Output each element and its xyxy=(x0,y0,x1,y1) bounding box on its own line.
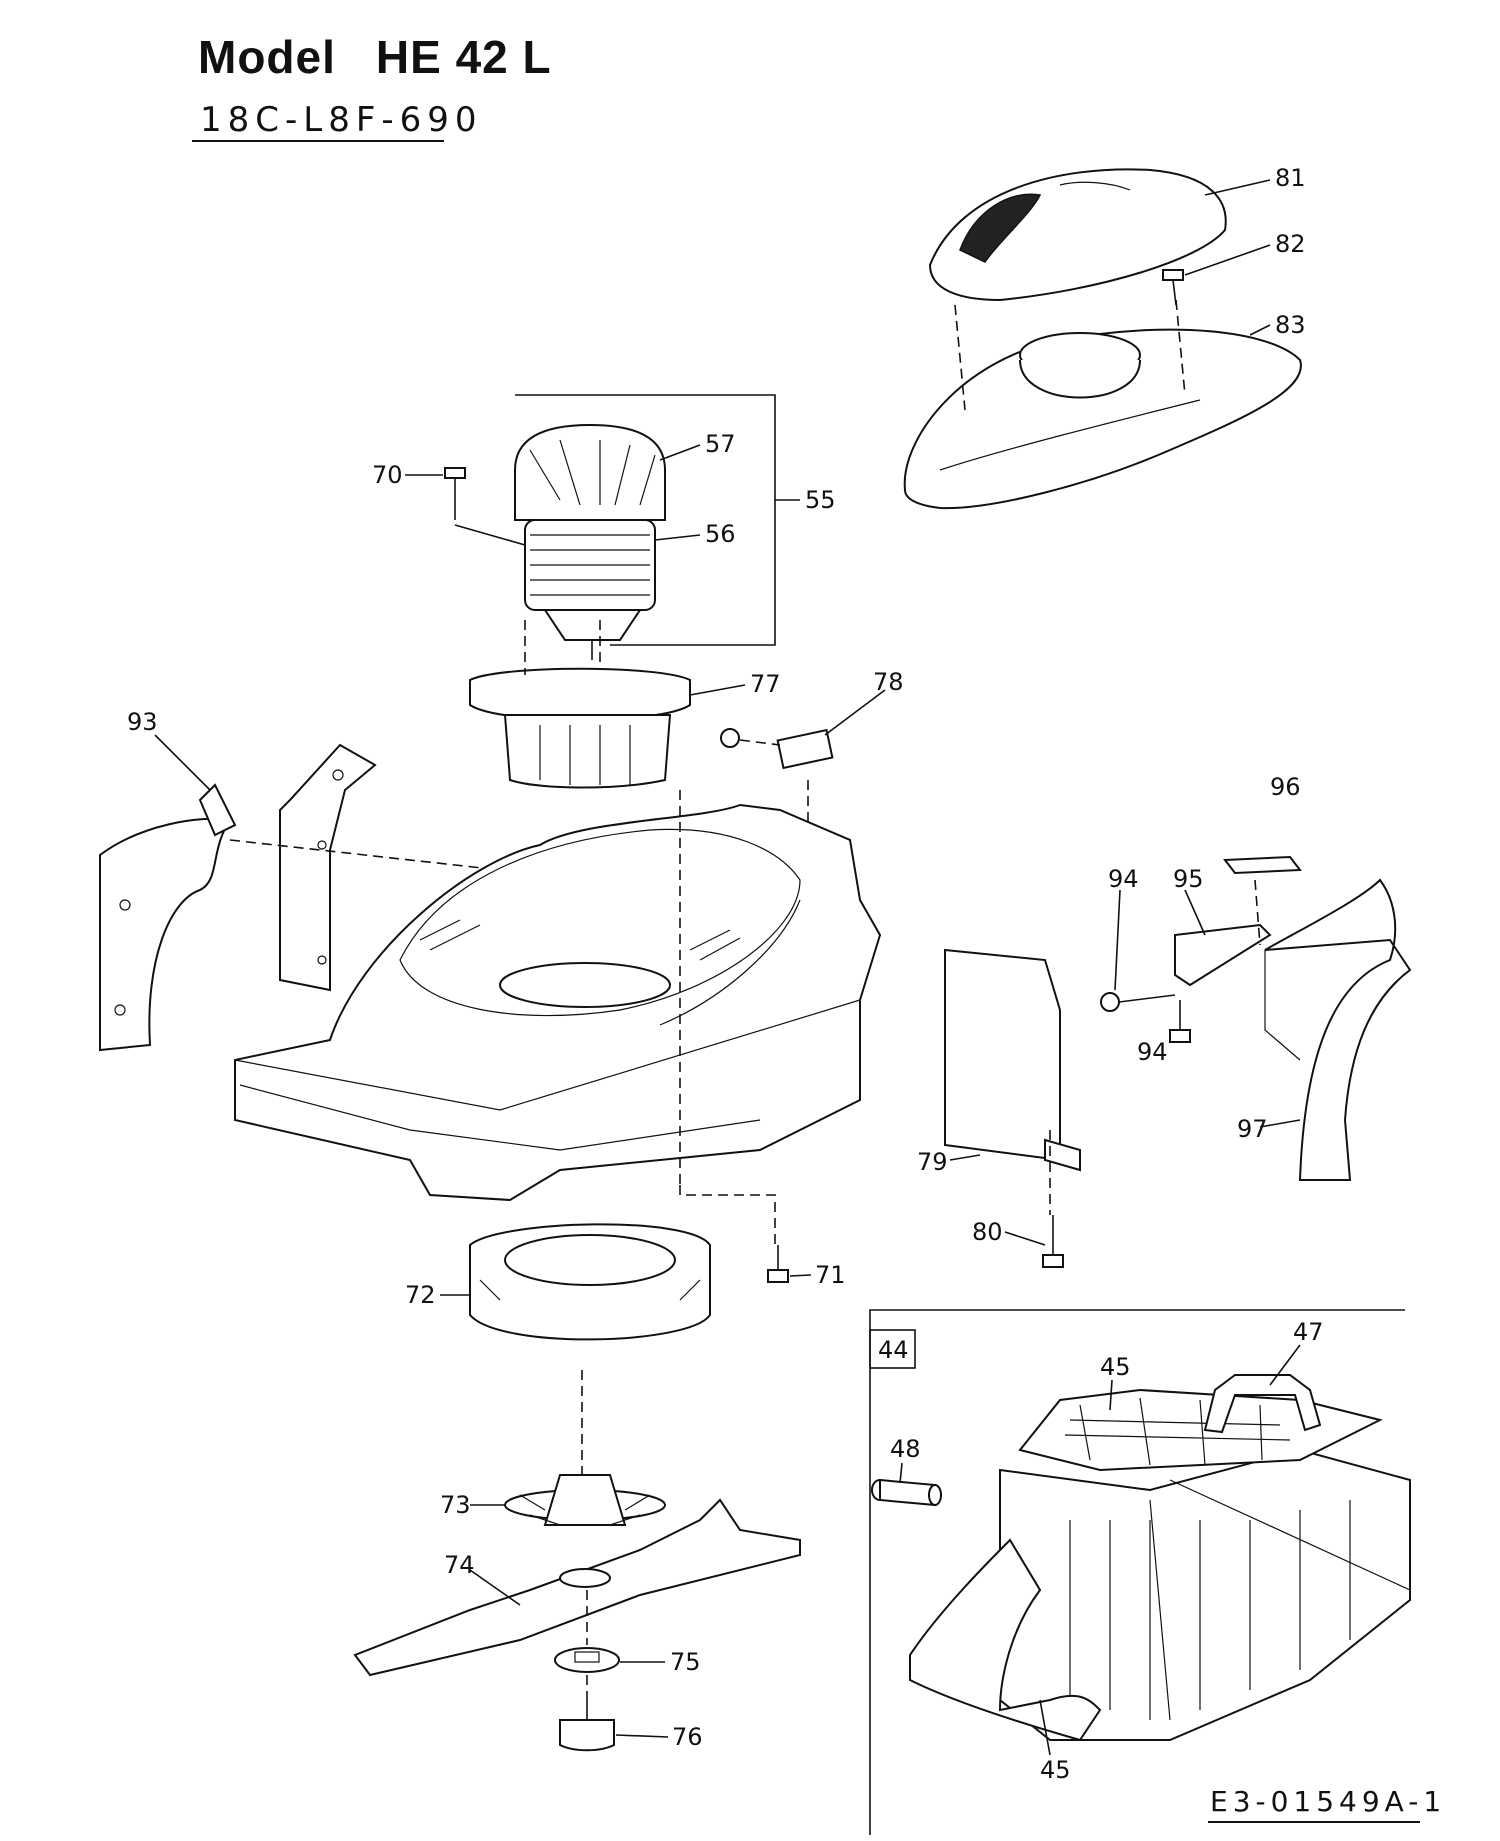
callout-57: 57 xyxy=(705,430,736,458)
callout-56: 56 xyxy=(705,520,736,548)
guide-70-motor xyxy=(454,524,526,546)
callout-76: 76 xyxy=(672,1723,703,1751)
part-46-chute xyxy=(909,1538,1102,1742)
catcher-frame xyxy=(869,1309,1405,1835)
part-77-motor-mount xyxy=(469,667,691,789)
part-95-bracket xyxy=(1174,923,1272,987)
callout-45-lid: 45 xyxy=(1100,1353,1131,1381)
callout-94-top: 94 xyxy=(1108,865,1139,893)
part-76-bolt xyxy=(559,1700,615,1752)
callout-83: 83 xyxy=(1275,311,1306,339)
part-97-side-guard xyxy=(1264,878,1412,1181)
part-80-screw xyxy=(1042,1215,1064,1268)
part-75-washer xyxy=(554,1647,620,1673)
part-96-pad xyxy=(1223,855,1302,875)
callout-96: 96 xyxy=(1270,773,1301,801)
part-56-motor-body xyxy=(524,519,656,660)
callout-44: 44 xyxy=(878,1336,909,1364)
guide-93-deck xyxy=(229,839,501,871)
part-94-screw-bottom xyxy=(1169,1000,1191,1043)
part-47-handle xyxy=(1203,1374,1322,1434)
callout-94-bottom: 94 xyxy=(1137,1038,1168,1066)
guide-71 xyxy=(679,1185,776,1245)
part-82-screw xyxy=(1162,269,1184,306)
callout-95: 95 xyxy=(1173,865,1204,893)
callout-71: 71 xyxy=(815,1261,846,1289)
part-72-ring-housing xyxy=(469,1223,711,1341)
callout-80: 80 xyxy=(972,1218,1003,1246)
part-70-screw xyxy=(444,467,466,520)
callout-74: 74 xyxy=(444,1551,475,1579)
callout-75: 75 xyxy=(670,1648,701,1676)
callout-73: 73 xyxy=(440,1491,471,1519)
callout-55: 55 xyxy=(805,486,836,514)
guide-96-97 xyxy=(1254,879,1261,946)
deck-housing xyxy=(234,803,882,1202)
callout-77: 77 xyxy=(750,670,781,698)
part-81-top-cover xyxy=(928,168,1227,302)
part-71-screw xyxy=(767,1245,789,1283)
callout-81: 81 xyxy=(1275,164,1306,192)
part-74-blade xyxy=(353,1498,801,1677)
part-83-cover-base xyxy=(903,328,1302,510)
model-code-underline xyxy=(192,140,444,142)
callout-72: 72 xyxy=(405,1281,436,1309)
part-94-screw-top xyxy=(1100,992,1176,1012)
leader-lines xyxy=(154,179,1301,1756)
guide-81-83 xyxy=(954,304,966,411)
callout-79: 79 xyxy=(917,1148,948,1176)
part-48-pin xyxy=(871,1478,942,1507)
callout-93: 93 xyxy=(127,708,158,736)
part-73-fan xyxy=(504,1474,666,1526)
part-57-fan-cover xyxy=(514,423,666,521)
callout-70: 70 xyxy=(372,461,403,489)
model-title: Model HE 42 L xyxy=(198,30,552,84)
part-93-side-guard xyxy=(99,783,237,1052)
model-name: HE 42 L xyxy=(375,31,552,83)
document-reference: E3-01549A-1 xyxy=(1210,1785,1447,1818)
part-79-flap xyxy=(944,948,1081,1172)
bracket-55 xyxy=(515,394,776,646)
callout-45-bag: 45 xyxy=(1040,1756,1071,1784)
callout-97: 97 xyxy=(1237,1115,1268,1143)
catcher-box-label-frame xyxy=(869,1329,916,1369)
callout-78: 78 xyxy=(873,668,904,696)
callout-47: 47 xyxy=(1293,1318,1324,1346)
bracket-plate xyxy=(279,743,377,992)
callout-82: 82 xyxy=(1275,230,1306,258)
callout-labels: 81 82 83 57 56 55 70 77 78 93 96 94 95 9… xyxy=(127,164,1324,1784)
model-label: Model xyxy=(198,31,336,83)
callout-48: 48 xyxy=(890,1435,921,1463)
model-code: 18C-L8F-690 xyxy=(200,100,483,140)
document-reference-underline xyxy=(1208,1821,1420,1823)
